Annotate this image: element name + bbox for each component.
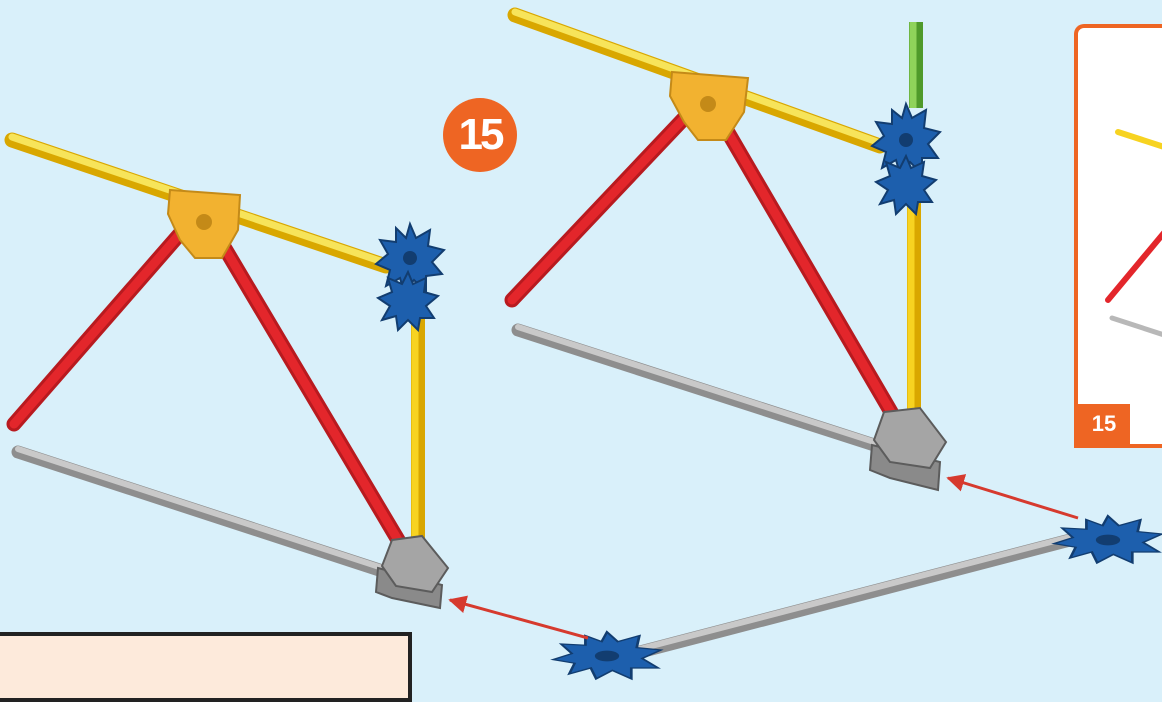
step-number-badge: 15: [443, 98, 517, 172]
new-parts: [550, 514, 1162, 681]
placement-arrow: [946, 474, 1079, 520]
blue-connector: [375, 269, 441, 333]
inset-preview-illustration: [1105, 129, 1162, 337]
blue-connector: [873, 153, 939, 217]
left-frame: [4, 132, 450, 610]
inset-step-number: 15: [1091, 411, 1117, 436]
inset-step-label: 15: [1078, 404, 1130, 444]
step-number: 15: [458, 110, 505, 159]
right-frame: [504, 7, 948, 492]
assembly-illustration: [4, 7, 1162, 681]
blue-connector: [870, 101, 942, 177]
blue-connector: [374, 221, 446, 295]
blue-connector: [550, 630, 664, 681]
blue-connector: [1051, 514, 1162, 565]
placement-arrow: [448, 595, 589, 640]
inset-preview-panel: 15: [1074, 24, 1162, 448]
note-box: [0, 632, 412, 702]
